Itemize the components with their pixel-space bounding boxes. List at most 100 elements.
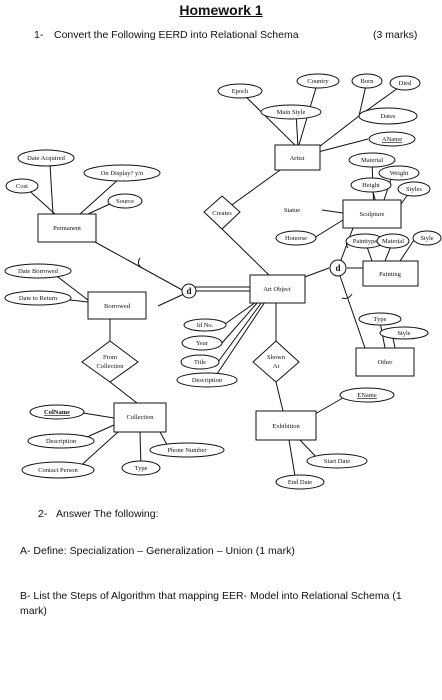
- material-attribute-2: [376, 233, 410, 249]
- start-date-label: Start Date: [324, 458, 350, 465]
- date-acquired-attribute: [17, 149, 75, 167]
- contact-person-attribute: [21, 461, 95, 479]
- type-label-1: Type: [374, 316, 387, 323]
- collection-entity: [113, 402, 167, 433]
- statue-label: Statue: [284, 207, 300, 214]
- subset-symbols: [137, 237, 353, 314]
- weight-attribute: [378, 165, 420, 181]
- aname-label: AName: [382, 136, 402, 143]
- material-label-2: Material: [382, 238, 404, 245]
- description-label-2: Description: [46, 438, 77, 445]
- honorse-attribute: [275, 230, 317, 246]
- height-attribute: [350, 177, 392, 193]
- ename-attribute: [339, 387, 395, 403]
- colname-label: ColName: [44, 409, 70, 416]
- permanent-entity: [37, 213, 97, 243]
- on-display-label: On Display? y/n: [101, 170, 144, 177]
- material-attribute-1: [348, 152, 396, 168]
- title-label: Title: [194, 359, 206, 366]
- permanent-label: Permanent: [53, 225, 81, 232]
- style-label-1: Style: [420, 235, 433, 242]
- shown-at-relationship: [252, 340, 300, 383]
- honorse-label: Honorse: [285, 235, 307, 242]
- homework-title: Homework 1: [179, 2, 263, 18]
- painting-entity: [362, 260, 419, 287]
- main-style-attribute: [260, 104, 322, 120]
- type-attribute-2: [121, 460, 161, 476]
- shown-at-label-1: Shown: [267, 354, 286, 361]
- from-collection-label-1: From: [103, 354, 117, 361]
- from-collection-relationship: [81, 340, 139, 383]
- question-1-marks: (3 marks): [373, 29, 418, 41]
- epoch-attribute: [217, 83, 263, 99]
- borrowed-entity: [87, 291, 147, 320]
- type-label-2: Type: [135, 465, 148, 472]
- aname-attribute: [368, 131, 416, 147]
- on-display-attribute: [83, 164, 161, 182]
- art-object-entity: [249, 274, 306, 304]
- end-date-label: End Date: [288, 479, 312, 486]
- material-label-1: Material: [361, 157, 383, 164]
- question-2: 2- Answer The following:: [38, 508, 159, 520]
- start-date-attribute: [306, 453, 368, 469]
- shown-at-label-2: At: [273, 363, 280, 370]
- id-no-label: Id No.: [197, 322, 214, 329]
- description-attribute-1: [176, 372, 238, 388]
- id-no-attribute: [183, 318, 227, 332]
- born-label: Born: [361, 78, 375, 85]
- contact-person-label: Contact Person: [38, 467, 78, 474]
- artist-label: Artist: [290, 155, 305, 162]
- style-label-2: Style: [397, 330, 410, 337]
- died-attribute: [389, 75, 421, 91]
- subset-curve-permanent: [137, 257, 143, 269]
- eerd-diagram: Creates From Collection Shown At d d Art…: [4, 73, 442, 490]
- painttype-label: Painttype: [353, 238, 378, 245]
- styles-label: Styles: [406, 186, 422, 193]
- sculpture-label: Sculpture: [360, 211, 385, 218]
- creates-label: Creates: [212, 210, 232, 217]
- question-1: 1-Convert the Following EERD into Relati…: [34, 29, 299, 41]
- exhibition-label: Exhibition: [272, 423, 300, 430]
- dates-attribute: [358, 107, 418, 125]
- creates-relationship: [203, 195, 241, 230]
- main-style-label: Main Style: [277, 109, 306, 116]
- ename-label: EName: [357, 392, 377, 399]
- weight-label: Weight: [390, 170, 409, 177]
- style-attribute-2: [379, 326, 429, 340]
- date-borrowed-attribute: [4, 263, 72, 279]
- style-attribute-1: [412, 230, 442, 246]
- collection-label: Collection: [126, 414, 154, 421]
- date-to-return-attribute: [4, 290, 72, 306]
- dates-label: Dates: [381, 113, 396, 120]
- question-2-text: Answer The following:: [56, 508, 159, 520]
- from-collection-label-2: Collection: [96, 363, 124, 370]
- artist-entity: [274, 144, 321, 171]
- type-attribute-1: [358, 312, 402, 326]
- date-to-return-label: Date to Return: [19, 295, 58, 302]
- specialization-d-subclasses: d: [335, 263, 340, 273]
- source-label: Source: [116, 198, 134, 205]
- description-label-1: Description: [192, 377, 223, 384]
- country-label: Country: [307, 78, 329, 85]
- styles-attribute: [397, 181, 431, 197]
- question-2-part-b: B- List the Steps of Algorithm that mapp…: [20, 590, 402, 617]
- question-2-number: 2-: [38, 508, 48, 520]
- exhibition-entity: [255, 410, 317, 441]
- sculpture-entity: [342, 199, 402, 229]
- other-label: Other: [378, 359, 394, 366]
- painting-label: Painting: [379, 271, 401, 278]
- connector-lines: [23, 80, 415, 483]
- source-attribute: [107, 193, 143, 209]
- height-label: Height: [362, 182, 380, 189]
- date-borrowed-label: Date Borrowed: [18, 268, 59, 275]
- subset-curve-other: [341, 293, 353, 299]
- phone-number-attribute: [149, 442, 225, 458]
- year-attribute: [181, 335, 223, 351]
- cost-attribute: [5, 178, 39, 194]
- description-attribute-2: [27, 433, 95, 449]
- borrowed-label: Borrowed: [104, 303, 131, 310]
- died-label: Died: [399, 80, 412, 87]
- specialization-circle-subclasses: [329, 259, 347, 277]
- other-entity: [355, 347, 415, 377]
- country-attribute: [296, 73, 340, 89]
